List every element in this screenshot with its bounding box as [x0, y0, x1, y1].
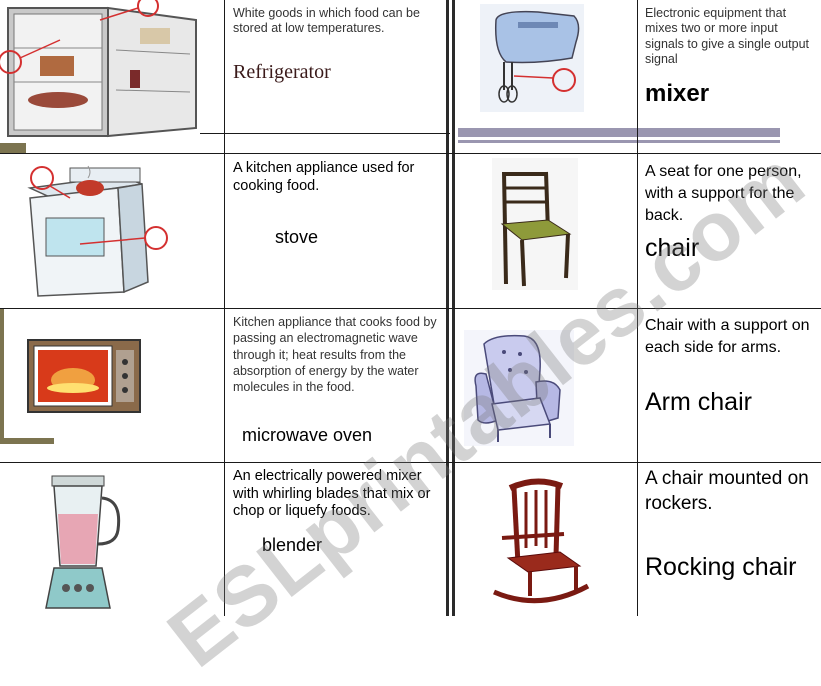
accent-bar-lavender-thin: [458, 140, 780, 143]
row-divider: [0, 308, 821, 309]
definition-mixer: Electronic equipment that mixes two or m…: [645, 6, 809, 66]
definition-chair: A seat for one person, with a support fo…: [645, 163, 802, 224]
stove-icon: [0, 158, 170, 300]
definition-refrigerator: White goods in which food can be stored …: [233, 6, 420, 36]
accent-bar-lavender: [458, 128, 780, 137]
microwave-icon: [22, 328, 146, 426]
term-stove: stove: [275, 227, 319, 247]
term-refrigerator: Refrigerator: [233, 61, 331, 83]
row-divider: [0, 462, 821, 463]
term-mixer: mixer: [645, 80, 710, 107]
refrigerator-icon: [0, 0, 200, 140]
mixer-icon: [478, 2, 588, 114]
olive-bar-mid: [0, 438, 54, 444]
armchair-icon: [464, 330, 574, 446]
rocking-chair-icon: [490, 474, 590, 612]
term-arm-chair: Arm chair: [645, 388, 752, 416]
definition-microwave-oven: Kitchen appliance that cooks food by pas…: [233, 315, 437, 394]
olive-bar-top: [0, 143, 26, 153]
term-blender: blender: [262, 535, 323, 555]
definition-rocking-chair: A chair mounted on rockers.: [645, 468, 809, 514]
term-microwave-oven: microwave oven: [242, 425, 373, 445]
olive-bar-left: [0, 308, 4, 440]
term-rocking-chair: Rocking chair: [645, 553, 797, 581]
term-chair: chair: [645, 234, 700, 262]
definition-stove: A kitchen appliance used for cooking foo…: [233, 160, 415, 194]
row-divider: [200, 133, 450, 134]
definition-arm-chair: Chair with a support on each side for ar…: [645, 317, 810, 356]
chair-icon: [492, 158, 578, 290]
definition-blender: An electrically powered mixer with whirl…: [233, 468, 431, 520]
row-divider: [0, 153, 821, 154]
blender-icon: [28, 470, 132, 614]
